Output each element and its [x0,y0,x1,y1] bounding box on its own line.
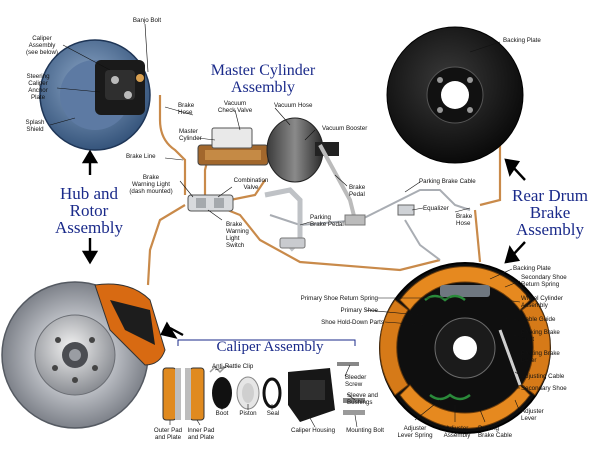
label-piston: Piston [239,410,257,417]
label-wheel-cylinder-assembly: Wheel Cylinder Assembly [521,295,563,309]
label-backing-plate-top: Backing Plate [503,37,541,44]
caliper-bracket [177,339,356,346]
label-splash-shield: Splash Shield [25,119,45,133]
label-banjo-bolt: Banjo Bolt [132,17,162,24]
label-caliper-assembly: Caliper Assembly (see below) [26,35,58,56]
label-adjusting-cable: Adjusting Cable [521,373,565,380]
label-mounting-bolt: Mounting Bolt [346,427,384,434]
label-parking-brake-pedal: Parking Brake Pedal [310,214,344,228]
label-combination-valve: Combination Valve [233,177,269,191]
master-cylinder-section-title: Master Cylinder Assembly [210,62,316,96]
caliper-parts-art [162,362,365,422]
label-shoe-hold-down-parts: Shoe Hold-Down Parts [321,319,384,326]
label-outer-pad-and-plate: Outer Pad and Plate [153,427,183,441]
parking-brake-cable [269,189,471,261]
leader-lines [49,23,521,428]
front-rotor-art [1,281,166,429]
label-caliper-housing: Caliper Housing [290,427,336,434]
label-brake-hose-rear: Brake Hose [456,213,473,227]
brake-lines [146,74,502,286]
label-backing-plate: Backing Plate [513,265,551,272]
rear-drum-section-title: Rear Drum Brake Assembly [511,186,588,239]
label-adjuster-lever-spring: Adjuster Lever Spring [397,425,433,439]
label-cable-guide: Cable Guide [521,316,556,323]
front-splash-shield-art [39,39,151,151]
rear-drum-brake-art [379,262,551,434]
label-inner-pad-and-plate: Inner Pad and Plate [187,427,215,441]
label-bleeder-screw: Bleeder Screw [345,374,367,388]
label-brake-hose-front: Brake Hose [178,102,195,116]
label-brake-warning-light-switch: Brake Warning Light Switch [226,221,249,249]
label-brake-line: Brake Line [126,153,156,160]
flow-arrows [81,149,526,339]
label-sleeve-and-bushings: Sleeve and Bushings [347,392,378,406]
label-primary-shoe-return-spring: Primary Shoe Return Spring [300,295,378,302]
master-cylinder-art [197,117,366,226]
label-secondary-shoe: Secondary Shoe [521,385,567,392]
label-adjuster-lever: Adjuster Lever [521,408,544,422]
caliper-section-title: Caliper Assembly [216,339,324,355]
label-brake-warning-light: Brake Warning Light (dash mounted) [129,174,173,195]
label-adjuster-assembly: Adjuster Assembly [443,425,471,439]
label-secondary-shoe-return-spring: Secondary Shoe Return Spring [521,274,567,288]
label-master-cylinder: Master Cylinder [179,128,202,142]
label-parking-brake-cable-bottom: Parking Brake Cable [478,425,513,439]
label-seal: Seal [266,410,280,417]
label-anti-rattle-clip: Anti-Rattle Clip [212,363,254,370]
label-steering-caliper-anchor-plate: Steering Caliper Anchor Plate [26,73,50,101]
hub-rotor-section-title: Hub and Rotor Assembly [55,184,123,237]
label-parking-brake-strut: Parking Brake Strut [521,329,560,343]
label-brake-pedal: Brake Pedal [349,184,366,198]
rear-backing-plate-art [386,26,524,164]
parking-brake-pedal-art [264,187,306,252]
equalizer-art [397,204,415,216]
label-vacuum-hose: Vacuum Hose [274,102,313,109]
label-parking-brake-lever: Parking Brake Lever [521,350,560,364]
label-primary-shoe: Primary Shoe [340,307,378,314]
combination-valve-art [187,194,234,212]
label-vacuum-booster: Vacuum Booster [322,125,368,132]
label-vacuum-check-valve: Vacuum Check Valve [217,100,253,114]
label-boot: Boot [215,410,229,417]
label-parking-brake-cable-top: Parking Brake Cable [419,178,476,185]
label-equalizer: Equalizer [423,205,449,212]
